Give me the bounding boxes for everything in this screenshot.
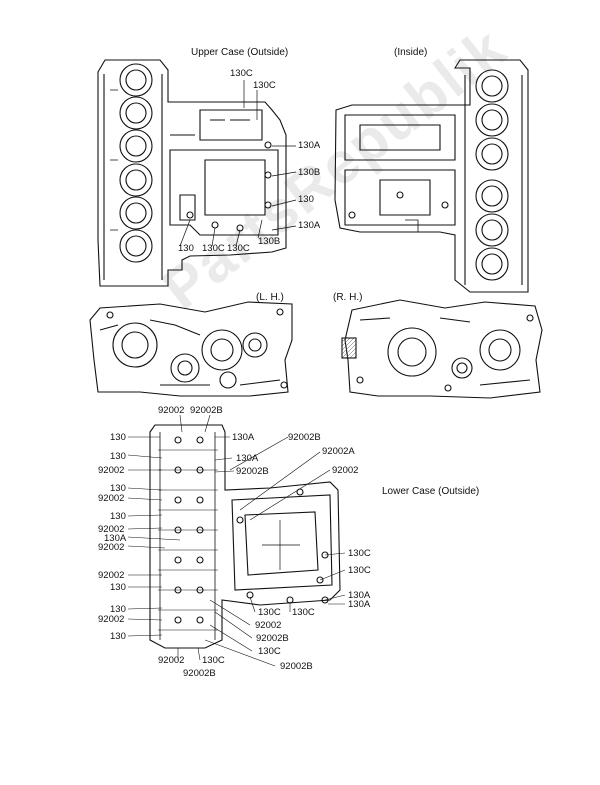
part-label: 130C	[258, 607, 281, 618]
part-label: 92002	[158, 405, 185, 416]
part-label: 130B	[298, 167, 321, 178]
part-label: 92002	[255, 620, 282, 631]
part-label: 92002B	[256, 633, 289, 644]
part-label: 130A	[236, 453, 259, 464]
part-label: 92002B	[236, 466, 269, 477]
part-label: 130C	[202, 243, 225, 254]
right-side-title: (R. H.)	[333, 292, 363, 303]
inside-title: (Inside)	[394, 47, 428, 58]
part-label: 92002	[98, 524, 125, 535]
part-label: 92002	[158, 655, 185, 666]
part-label: 130	[110, 432, 126, 443]
lower-case-outside-drawing	[127, 414, 346, 667]
part-label: 130	[110, 604, 126, 615]
part-label: 92002	[332, 465, 359, 476]
part-label: 130	[110, 582, 126, 593]
upper-case-inside-drawing	[334, 59, 529, 293]
part-label: 130C	[348, 565, 371, 576]
part-label: 130C	[258, 646, 281, 657]
part-label: 92002	[98, 493, 125, 504]
part-label: 130C	[227, 243, 250, 254]
part-label: 130	[110, 451, 126, 462]
part-label: 92002B	[190, 405, 223, 416]
part-label: 130A	[104, 533, 127, 544]
part-label: 130B	[258, 236, 281, 247]
part-label: 130A	[348, 599, 371, 610]
upper-case-outside-drawing	[97, 59, 297, 287]
part-label: 92002	[98, 542, 125, 553]
part-label: 92002	[98, 570, 125, 581]
part-label: 130	[178, 243, 194, 254]
part-label: 130C	[348, 548, 371, 559]
left-side-view-drawing	[89, 301, 293, 397]
part-label: 92002B	[280, 661, 313, 672]
part-label: 130A	[298, 140, 321, 151]
part-label: 130	[110, 483, 126, 494]
lower-case-outside-title: Lower Case (Outside)	[382, 486, 480, 497]
part-label: 130	[110, 631, 126, 642]
part-label: 92002	[98, 614, 125, 625]
part-label: 130C	[292, 607, 315, 618]
part-label: 130C	[202, 655, 225, 666]
right-side-view-drawing	[341, 299, 543, 399]
part-label: 92002B	[288, 432, 321, 443]
part-label: 130C	[253, 80, 276, 91]
part-label: 130A	[298, 220, 321, 231]
upper-case-outside-title: Upper Case (Outside)	[191, 47, 289, 58]
part-label: 130	[298, 194, 314, 205]
part-label: 92002	[98, 465, 125, 476]
left-side-title: (L. H.)	[256, 292, 284, 303]
part-label: 92002A	[322, 446, 355, 457]
part-label: 92002B	[183, 668, 216, 679]
part-label: 130C	[230, 68, 253, 79]
part-label: 130A	[232, 432, 255, 443]
part-label: 130	[110, 511, 126, 522]
part-label: 130A	[348, 590, 371, 601]
